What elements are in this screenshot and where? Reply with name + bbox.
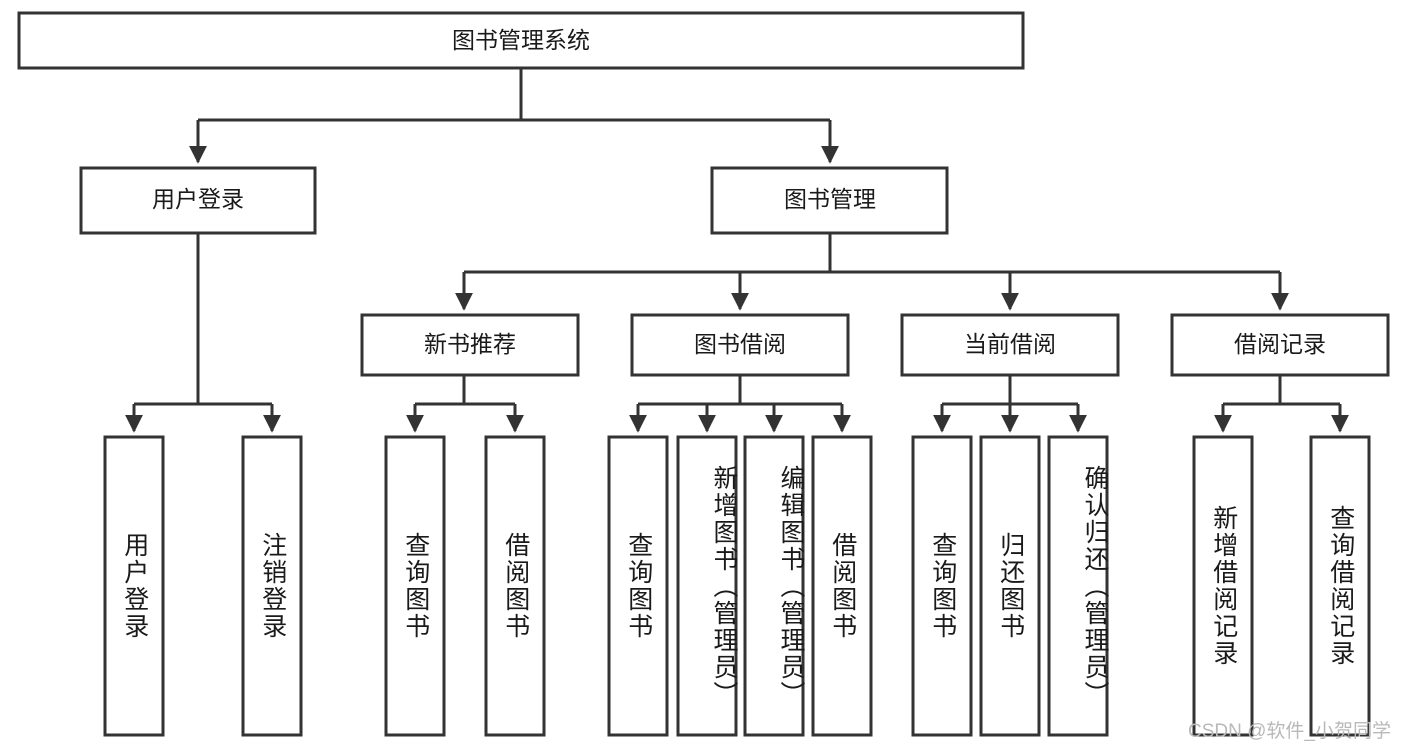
node-book-borrow-box[interactable] bbox=[630, 313, 850, 377]
node-book-borrow[interactable]: 图书借阅 bbox=[630, 313, 850, 377]
node-new-book-recommend-box[interactable] bbox=[360, 313, 580, 377]
node-leaf-query-book-1-box[interactable] bbox=[384, 435, 446, 737]
node-leaf-query-book-2-box[interactable] bbox=[607, 435, 669, 737]
node-leaf-query-book-3-box[interactable] bbox=[911, 435, 973, 737]
node-book-borrow-label: 图书借阅 bbox=[694, 331, 786, 357]
node-leaf-edit-book-box[interactable] bbox=[743, 435, 805, 737]
connector-group-book-borrow bbox=[629, 375, 851, 433]
node-current-borrow[interactable]: 当前借阅 bbox=[900, 313, 1120, 377]
connector-group-borrow-record bbox=[1214, 375, 1349, 433]
node-leaf-confirm-return-box[interactable] bbox=[1047, 435, 1109, 737]
node-new-book-recommend-label: 新书推荐 bbox=[424, 331, 516, 357]
node-user-login-label: 用户登录 bbox=[152, 186, 244, 212]
node-root[interactable]: 图书管理系统 bbox=[17, 11, 1025, 70]
node-borrow-record-box[interactable] bbox=[1170, 313, 1390, 377]
node-new-book-recommend[interactable]: 新书推荐 bbox=[360, 313, 580, 377]
connector-group-book-manage bbox=[455, 233, 1289, 311]
node-book-manage-box[interactable] bbox=[710, 166, 949, 235]
connector-group-user-login bbox=[125, 233, 281, 433]
node-user-login-box[interactable] bbox=[79, 166, 317, 235]
connector-group-new-book-recommend bbox=[406, 375, 524, 433]
node-current-borrow-box[interactable] bbox=[900, 313, 1120, 377]
node-borrow-record[interactable]: 借阅记录 bbox=[1170, 313, 1390, 377]
node-book-manage[interactable]: 图书管理 bbox=[710, 166, 949, 235]
node-root-box[interactable] bbox=[17, 11, 1025, 70]
node-leaf-borrow-book-1-box[interactable] bbox=[484, 435, 546, 737]
connector-group-root bbox=[189, 68, 839, 164]
connector-group-current-borrow bbox=[933, 375, 1087, 433]
node-leaf-user-login-box[interactable] bbox=[103, 435, 165, 737]
node-leaf-add-book-box[interactable] bbox=[676, 435, 738, 737]
node-user-login[interactable]: 用户登录 bbox=[79, 166, 317, 235]
node-book-manage-label: 图书管理 bbox=[784, 186, 876, 212]
node-current-borrow-label: 当前借阅 bbox=[964, 331, 1056, 357]
node-borrow-record-label: 借阅记录 bbox=[1234, 331, 1326, 357]
node-leaf-logout-login-box[interactable] bbox=[241, 435, 303, 737]
csdn-watermark: CSDN @软件_小贺同学 bbox=[1188, 721, 1391, 742]
node-root-label: 图书管理系统 bbox=[452, 27, 590, 53]
node-leaf-borrow-book-2-box[interactable] bbox=[811, 435, 873, 737]
node-leaf-return-book-box[interactable] bbox=[979, 435, 1041, 737]
node-leaf-query-borrow-record-box[interactable] bbox=[1309, 435, 1371, 737]
node-leaf-add-borrow-record-box[interactable] bbox=[1192, 435, 1254, 737]
